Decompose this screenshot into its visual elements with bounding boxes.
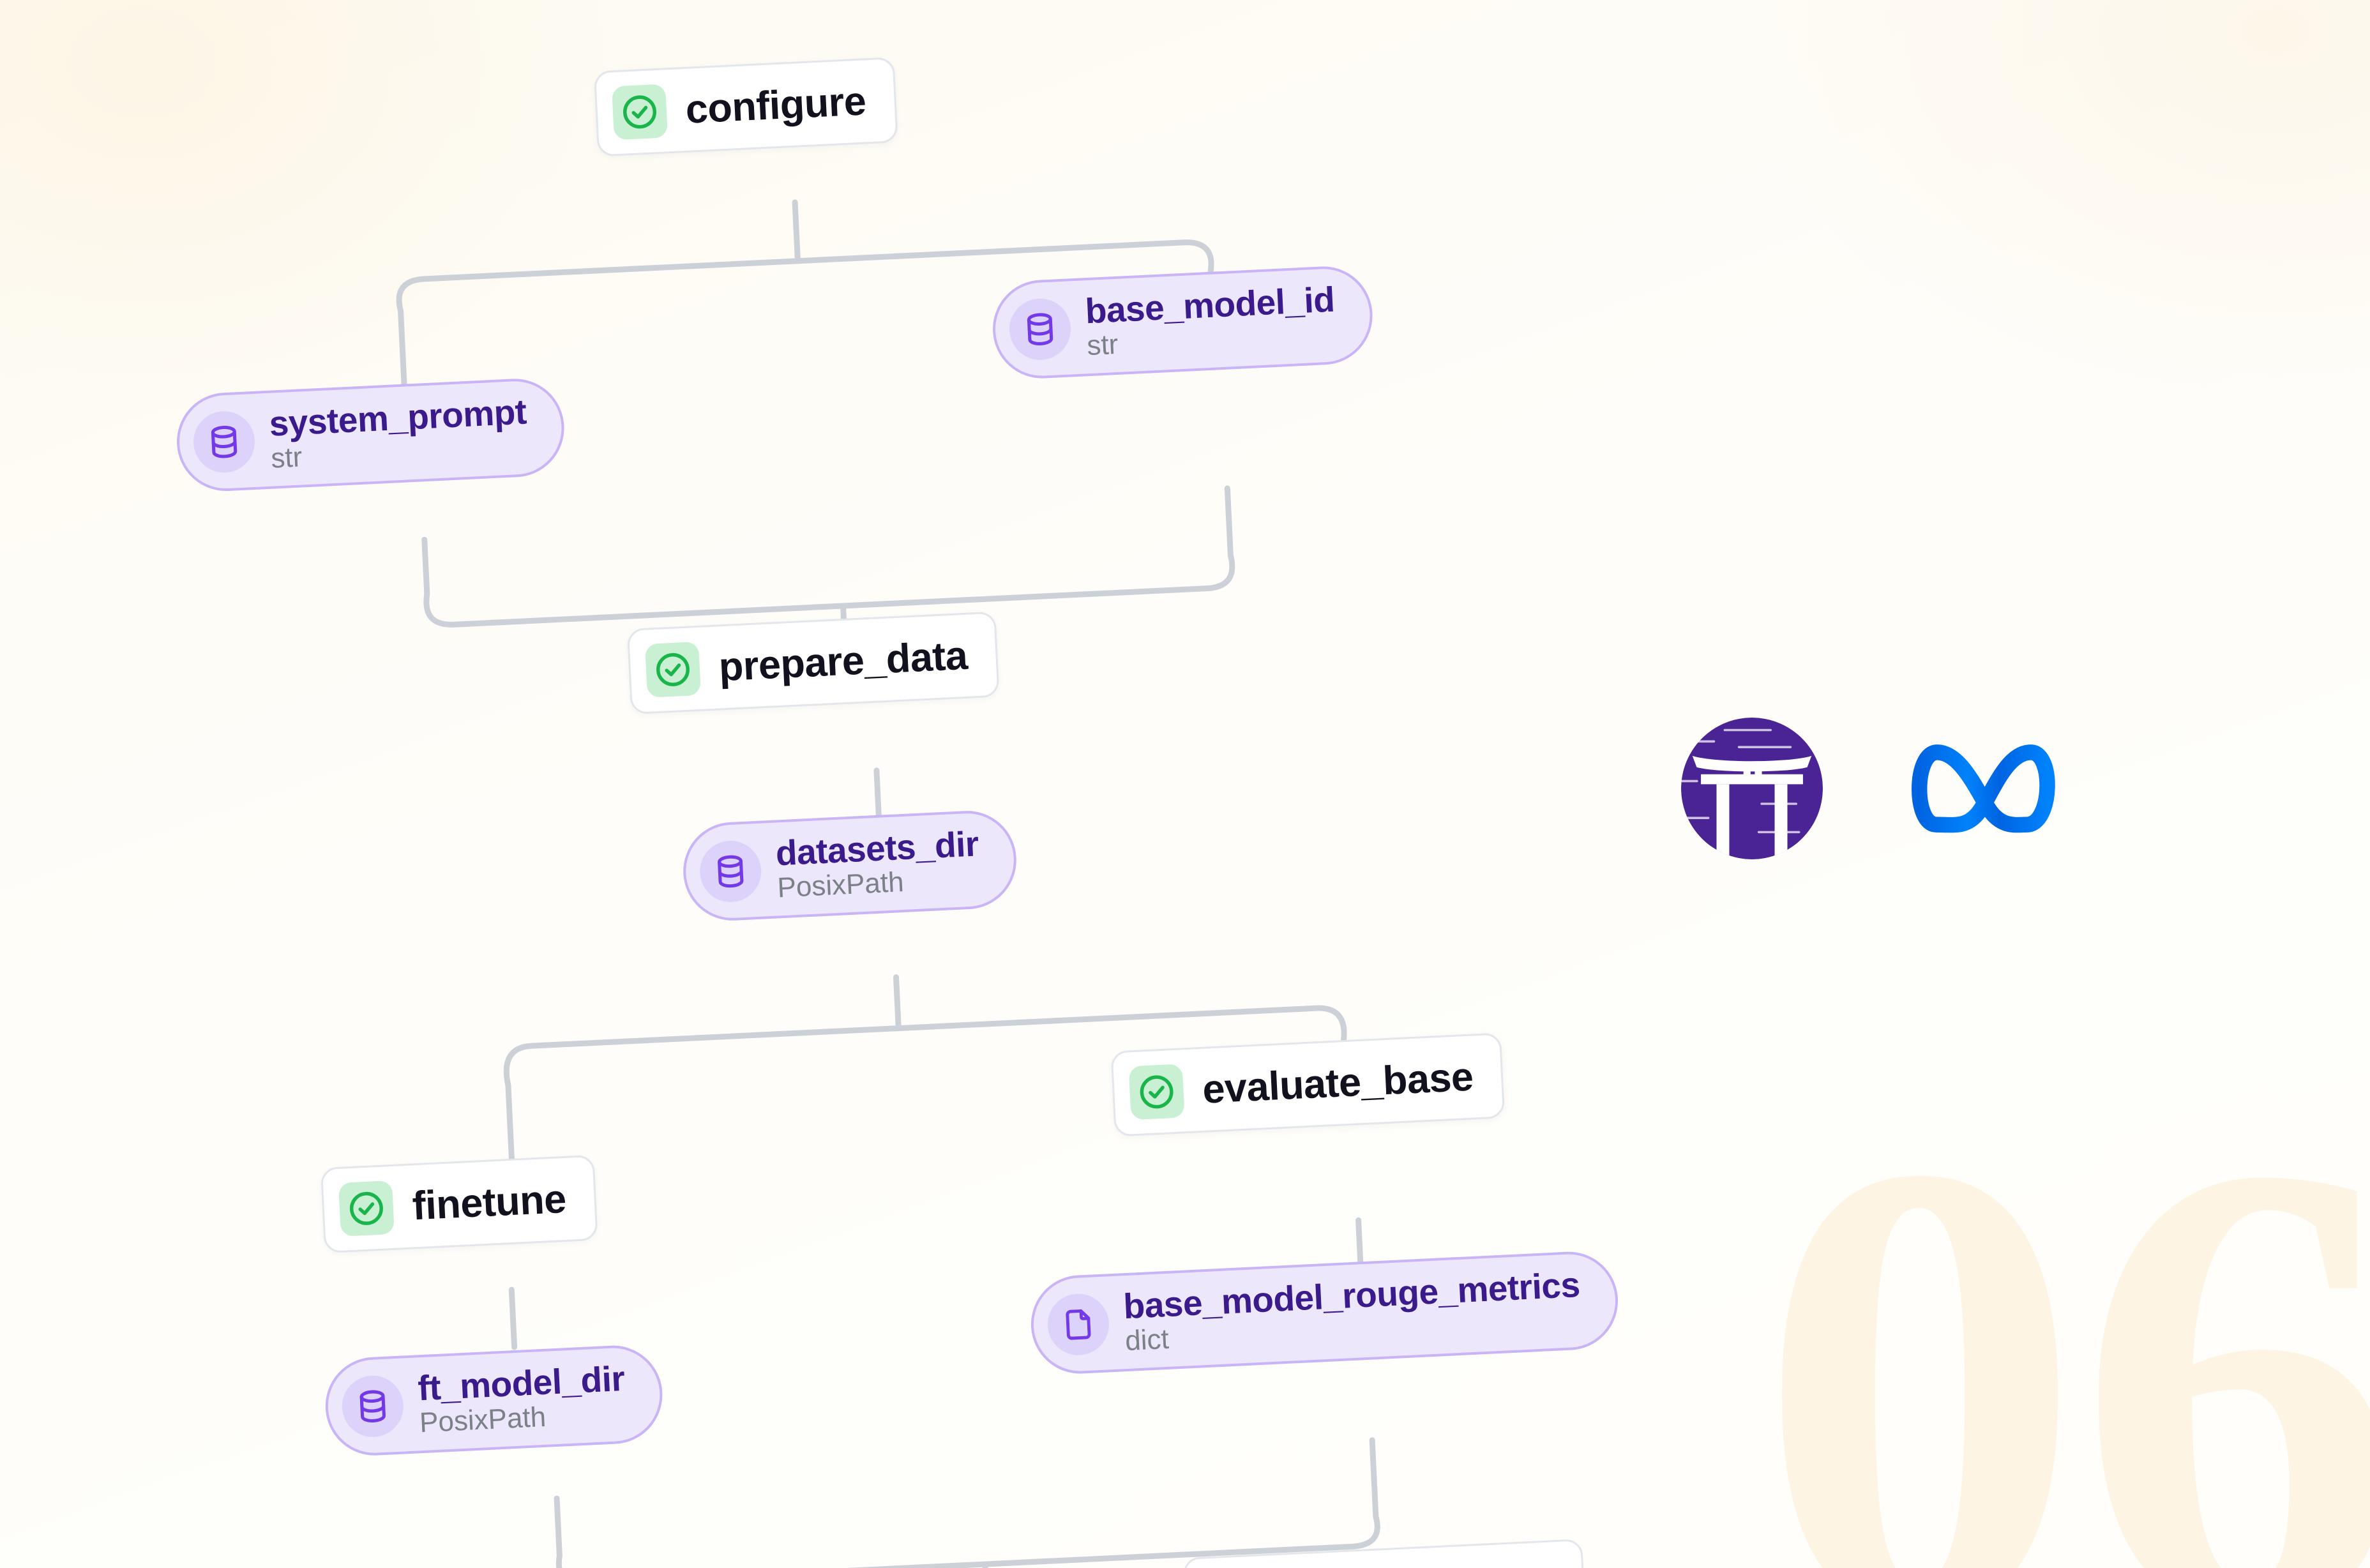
database-icon: [340, 1374, 405, 1438]
edge-merge-to-prepare-data: [421, 485, 1235, 628]
meta-infinity-icon: [1906, 734, 2072, 843]
edge-configure-stem: [792, 199, 801, 264]
step-label: configure: [684, 78, 867, 132]
edge-configure-bus: [396, 239, 1217, 336]
file-icon: [1046, 1292, 1111, 1357]
step-card[interactable]: configure: [593, 57, 898, 157]
artifact-text: base_model_rouge_metrics dict: [1122, 1265, 1582, 1357]
artifact-node-system-prompt[interactable]: system_prompt str: [174, 376, 567, 494]
artifact-node-base-model-id[interactable]: base_model_id str: [990, 264, 1375, 381]
torii-gate-icon: [1681, 718, 1823, 859]
step-node-prepare-data[interactable]: prepare_data: [626, 611, 1000, 715]
edge-to-system-prompt: [398, 308, 407, 391]
artifact-text: datasets_dir PosixPath: [774, 824, 981, 903]
artifact-pill[interactable]: system_prompt str: [174, 376, 567, 494]
database-icon: [1008, 297, 1073, 361]
logo-group: [1681, 718, 2072, 859]
step-card[interactable]: finetune: [320, 1154, 598, 1254]
background-watermark: 06: [1757, 1029, 2370, 1568]
artifact-pill[interactable]: base_model_id str: [990, 264, 1375, 381]
check-circle-icon: [645, 641, 701, 698]
artifact-text: system_prompt str: [268, 391, 529, 474]
edge-to-finetune: [505, 1082, 515, 1165]
artifact-text: ft_model_dir PosixPath: [417, 1359, 627, 1438]
artifact-pill[interactable]: base_model_rouge_metrics dict: [1029, 1249, 1620, 1376]
step-node-evaluate-base[interactable]: evaluate_base: [1110, 1032, 1506, 1137]
edge-bottom-stem: [982, 1561, 991, 1568]
database-icon: [192, 409, 257, 474]
edge-prepare-to-datasets: [873, 767, 882, 825]
step-label: evaluate_base: [1201, 1054, 1474, 1112]
step-label: prepare_data: [718, 633, 969, 690]
artifact-node-ft-model-dir[interactable]: ft_model_dir PosixPath: [323, 1343, 665, 1458]
step-card[interactable]: prepare_data: [626, 611, 1000, 715]
step-node-configure[interactable]: configure: [593, 57, 898, 157]
artifact-node-datasets-dir[interactable]: datasets_dir PosixPath: [681, 808, 1019, 923]
step-label: finetune: [411, 1176, 568, 1228]
artifact-node-base-model-rouge-metrics[interactable]: base_model_rouge_metrics dict: [1029, 1249, 1620, 1376]
step-node-finetune[interactable]: finetune: [320, 1154, 598, 1254]
edge-finetune-to-ftmodeldir: [508, 1286, 518, 1350]
check-circle-icon: [612, 84, 668, 140]
artifact-pill[interactable]: ft_model_dir PosixPath: [323, 1343, 665, 1458]
edge-merge-bottom: [554, 1437, 1380, 1568]
step-card[interactable]: evaluate_base: [1110, 1032, 1506, 1137]
edge-datasets-stem: [893, 974, 902, 1032]
check-circle-icon: [1128, 1064, 1185, 1120]
artifact-text: base_model_id str: [1084, 280, 1337, 361]
edge-datasets-bus: [503, 1005, 1349, 1101]
database-icon: [698, 839, 763, 904]
check-circle-icon: [338, 1180, 395, 1237]
artifact-pill[interactable]: datasets_dir PosixPath: [681, 808, 1019, 923]
